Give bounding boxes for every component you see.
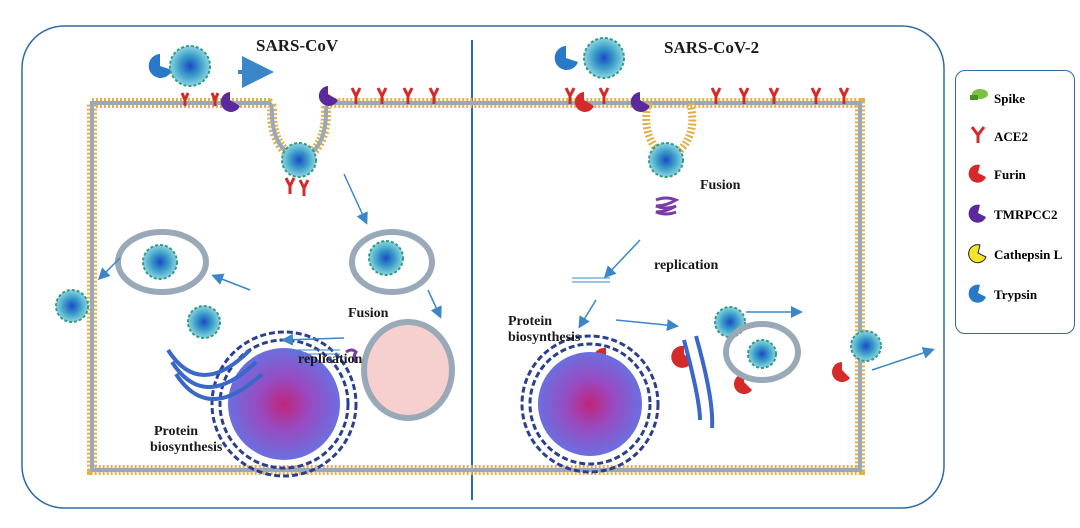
tmprss2-icon [968,204,986,223]
legend-item-cathepsin-l: Cathepsin L [956,239,1074,273]
protein-label-left-1: Protein [154,424,199,439]
protein-label-left-2: biosynthesis [150,440,223,455]
legend-label: TMRPCC2 [994,207,1058,222]
fusion-label-left: Fusion [348,306,389,321]
flow-arrows [97,56,935,371]
cell-membrane [87,98,865,475]
legend-label: Spike [994,91,1026,106]
ace2-icon [970,126,986,143]
rna-strands [290,277,610,355]
legend-item-trypsin: Trypsin [956,279,1074,313]
cathepsin-l-icon [968,244,987,264]
outer-frame [21,25,945,509]
replication-label-left: replication [298,352,363,367]
endosomes [115,229,801,383]
legend-label: ACE2 [994,129,1028,144]
fusion-label-right: Fusion [700,178,741,193]
spike-icon [970,89,988,100]
nucleus-right [538,352,642,456]
panel-title-left: SARS-CoV [256,36,339,55]
legend-item-ace2: ACE2 [956,121,1074,155]
legend-item-tmprss2: TMRPCC2 [956,199,1074,233]
legend-label: Cathepsin L [994,247,1063,262]
trypsin-icon [148,54,172,78]
tmprss2-icon [220,86,650,112]
nucleus-left [228,348,340,460]
ace2-receptors-left [180,87,440,196]
legend-label: Trypsin [994,287,1038,302]
legend-label: Furin [994,167,1026,182]
legend-item-spike: Spike [956,83,1074,117]
replication-complex [345,196,680,364]
lysosome [361,319,455,421]
golgi-apparatus [166,335,715,429]
replication-label-right: replication [654,258,719,273]
legend-item-furin: Furin [956,159,1074,193]
trypsin-icon [968,284,986,303]
ace2-receptors-right [564,87,850,104]
panel-title-right: SARS-CoV-2 [664,38,760,57]
protein-label-right-1: Protein [508,314,553,329]
legend: Spike ACE2 Furin TMRPCC2 Cathepsin L Try… [955,70,1075,334]
trypsin-icon [554,46,578,70]
furin-icon [968,164,986,183]
protein-label-right-2: biosynthesis [508,330,581,345]
